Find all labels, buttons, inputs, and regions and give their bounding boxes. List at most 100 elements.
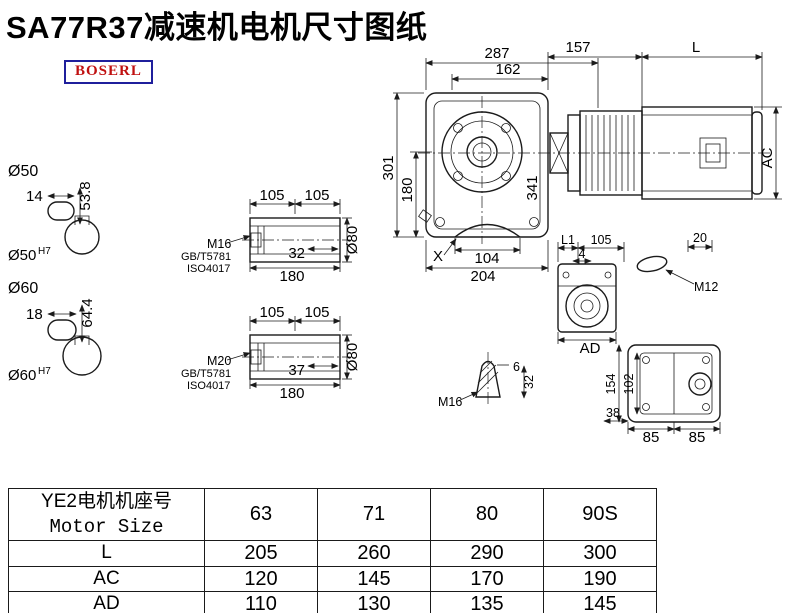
dim-341: 341 — [524, 175, 541, 200]
table-cell: 130 — [317, 591, 431, 613]
motor-size-header-cn: YE2电机机座号 — [41, 490, 172, 512]
motor-size-header-cell: YE2电机机座号 Motor Size — [8, 488, 205, 541]
std-iso-label: ISO4017 — [187, 380, 230, 392]
dim-157: 157 — [547, 39, 643, 107]
motor-size-table: YE2电机机座号 Motor Size 63 71 80 90S L 205 2… — [8, 488, 657, 613]
dim-L1-label: L1 — [561, 233, 575, 247]
thread-m12-label: M12 — [694, 280, 718, 294]
dim-301-label: 301 — [380, 155, 397, 180]
dim-104: 104 — [454, 238, 521, 267]
key-pin — [636, 255, 668, 273]
std-gb-label: GB/T5781 — [181, 251, 231, 263]
dim-105b-label: 105 — [304, 187, 329, 204]
dim-162-label: 162 — [495, 61, 520, 78]
row-label: L — [8, 540, 205, 567]
dim-6-label: 6 — [513, 360, 520, 374]
dim-AC: AC — [754, 106, 782, 200]
dim-AC-label: AC — [759, 147, 776, 168]
size-63-cell: 63 — [204, 488, 318, 541]
table-row-AC: AC 120 145 170 190 — [8, 565, 657, 593]
table-cell: 300 — [543, 540, 657, 567]
plug-detail: 6 32 M16 — [438, 352, 536, 409]
motor-size-header-en: Motor Size — [49, 515, 164, 538]
bore-60-circle — [62, 336, 102, 376]
table-cell: 145 — [543, 591, 657, 613]
dim-20-label: 20 — [693, 231, 707, 245]
std-iso-label: ISO4017 — [187, 263, 230, 275]
table-cell: 135 — [430, 591, 544, 613]
gearbox-side-view: L1 105 4 AD — [557, 233, 625, 357]
table-row-L: L 205 260 290 300 — [8, 540, 657, 567]
dim-154-label: 154 — [604, 374, 618, 395]
std-gb-label: GB/T5781 — [181, 368, 231, 380]
shaft60-dia-label: Ø60 — [8, 280, 38, 297]
face-bore-circle — [688, 372, 712, 396]
gearbox-front-view — [418, 92, 772, 244]
boserl-logo: BOSERL — [64, 60, 153, 84]
dim-85a-label: 85 — [643, 429, 660, 446]
dim-102-label: 102 — [622, 374, 636, 395]
table-cell: 205 — [204, 540, 318, 567]
shaft60-keywidth-label: 18 — [26, 306, 43, 323]
hollow-shaft-detail-m20: 105 105 37 180 Ø80 M20 GB/T5781 ISO4017 — [181, 304, 361, 402]
dim-85b-label: 85 — [689, 429, 706, 446]
table-row-AD: AD 110 130 135 145 — [8, 591, 657, 613]
row-label: AC — [8, 565, 205, 593]
motor-end-cap — [751, 111, 763, 195]
dim-105b-label: 105 — [304, 304, 329, 321]
shaft-50-section: Ø50 14 53.8 Ø50 H7 — [8, 163, 100, 264]
dim-d80-label: Ø80 — [344, 226, 361, 254]
dim-180-label: 180 — [399, 177, 416, 202]
motor-side-view — [549, 106, 763, 200]
key-profile — [47, 201, 75, 221]
dim-105a-label: 105 — [259, 187, 284, 204]
dim-180-label: 180 — [279, 268, 304, 285]
dim-204-label: 204 — [470, 268, 495, 285]
shaft50-dia-label: Ø50 — [8, 163, 38, 180]
dim-X-label: X — [433, 248, 443, 265]
shaft50-keywidth-label: 14 — [26, 188, 43, 205]
dim-157-label: 157 — [565, 39, 590, 56]
shaft50-keyheight-label: 53.8 — [77, 181, 94, 210]
row-label: AD — [8, 591, 205, 613]
hollow-shaft-detail-m16: 105 105 32 180 Ø80 M16 GB/T5781 ISO4017 — [181, 187, 361, 285]
mounting-face-view: 154 102 38 85 85 — [603, 344, 721, 446]
dim-32-label: 32 — [522, 375, 536, 389]
dim-301: 301 — [380, 92, 424, 238]
shaft-60-section: Ø60 18 64.4 Ø60 H7 — [8, 280, 102, 384]
dim-105-label: 105 — [591, 233, 612, 247]
dim-180-vertical: 180 — [399, 151, 432, 238]
dim-104-label: 104 — [474, 250, 499, 267]
dim-180-label: 180 — [279, 385, 304, 402]
table-cell: 190 — [543, 565, 657, 593]
drain-plug — [418, 209, 432, 223]
thread-m16-label: M16 — [438, 395, 462, 409]
dim-4-label: 4 — [579, 247, 586, 261]
table-cell: 170 — [430, 565, 544, 593]
page-title: SA77R37减速机电机尺寸图纸 — [6, 10, 428, 45]
plug-body — [475, 360, 501, 398]
dim-341-label: 341 — [524, 175, 541, 200]
key-profile — [47, 319, 77, 341]
dim-37-label: 37 — [288, 362, 305, 379]
dim-L-label: L — [692, 39, 700, 56]
thread-m16-label: M16 — [207, 237, 231, 251]
dim-AD-label: AD — [580, 340, 601, 357]
dim-38-label: 38 — [606, 406, 620, 420]
size-71-cell: 71 — [317, 488, 431, 541]
shaft50-bore-tol: H7 — [38, 246, 51, 257]
size-90s-cell: 90S — [543, 488, 657, 541]
table-header-row: YE2电机机座号 Motor Size 63 71 80 90S — [8, 488, 657, 541]
bore-50-circle — [64, 219, 100, 255]
shaft60-bore-label: Ø60 — [8, 367, 36, 384]
dim-287: 287 — [425, 45, 599, 108]
table-cell: 145 — [317, 565, 431, 593]
dim-32-label: 32 — [288, 245, 305, 262]
side-view-body — [557, 263, 617, 333]
shaft60-keyheight-label: 64.4 — [79, 298, 96, 327]
shaft50-bore-label: Ø50 — [8, 247, 36, 264]
dim-204: 204 — [425, 240, 549, 285]
size-80-cell: 80 — [430, 488, 544, 541]
pin-detail: 20 M12 — [636, 231, 718, 294]
side-flange-circle — [565, 284, 609, 328]
